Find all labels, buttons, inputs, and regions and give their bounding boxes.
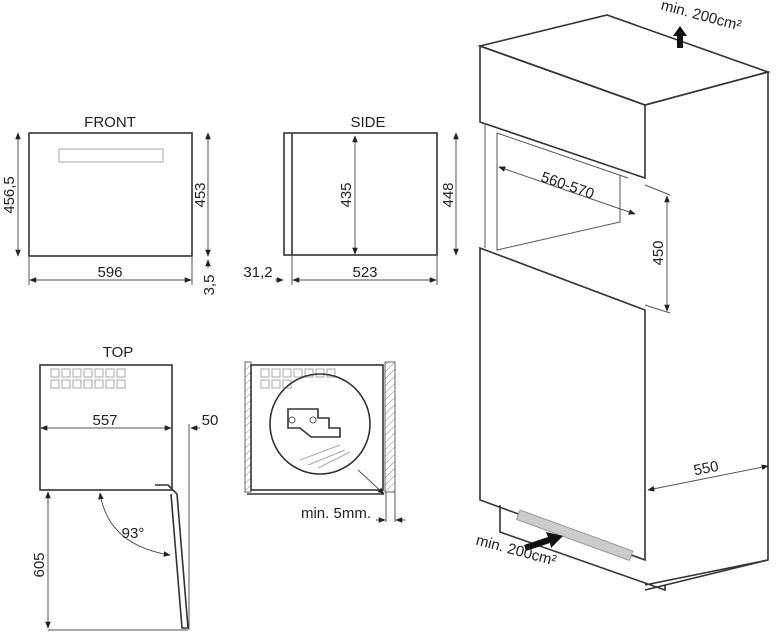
bottom-vent xyxy=(515,509,634,562)
niche-width-label: 560-570 xyxy=(539,169,597,203)
cabinet-side xyxy=(644,70,769,591)
side-inner-height-label: 435 xyxy=(338,182,355,207)
top-vent-label: min. 200cm² xyxy=(659,0,743,35)
top-view: TOP 557 50 605 93° xyxy=(31,344,219,631)
side-offset-label: 31,2 xyxy=(243,264,272,281)
side-title: SIDE xyxy=(350,114,385,131)
door-angle-label: 93° xyxy=(122,525,145,542)
front-outline xyxy=(28,132,193,257)
top-width-label: 557 xyxy=(92,412,117,429)
vent-up-arrow-icon xyxy=(673,26,687,48)
clearance-label: min. 5mm. xyxy=(301,505,371,522)
cabinet-view: 560-570 450 550 min. 200cm² min. 200cm² xyxy=(474,0,771,592)
cabinet-upper-front xyxy=(479,44,646,180)
side-outer-height-label: 448 xyxy=(440,182,457,207)
front-view: FRONT 456,5 453 596 3,5 xyxy=(1,114,218,295)
vent-in-arrow-icon xyxy=(524,532,563,551)
front-control-panel xyxy=(58,148,164,163)
front-gap-label: 3,5 xyxy=(201,275,218,296)
side-depth-label: 523 xyxy=(352,264,377,281)
front-title: FRONT xyxy=(84,114,136,131)
top-door-depth-label: 605 xyxy=(31,552,48,577)
top-door-offset-label: 50 xyxy=(202,412,219,429)
niche-height-label: 450 xyxy=(650,240,667,265)
magnifier-circle xyxy=(269,373,371,475)
open-door xyxy=(155,484,189,629)
front-height-left-label: 456,5 xyxy=(1,176,18,214)
top-title: TOP xyxy=(103,344,134,361)
detail-view: min. 5mm. xyxy=(244,361,405,523)
side-outline xyxy=(283,132,438,256)
front-height-right-label: 453 xyxy=(192,182,209,207)
front-width-label: 596 xyxy=(97,264,122,281)
cabinet-lower-front xyxy=(479,246,646,562)
cabinet-depth-label: 550 xyxy=(692,458,720,479)
side-view: SIDE 435 448 523 31,2 xyxy=(243,114,459,285)
top-outline xyxy=(39,364,173,491)
